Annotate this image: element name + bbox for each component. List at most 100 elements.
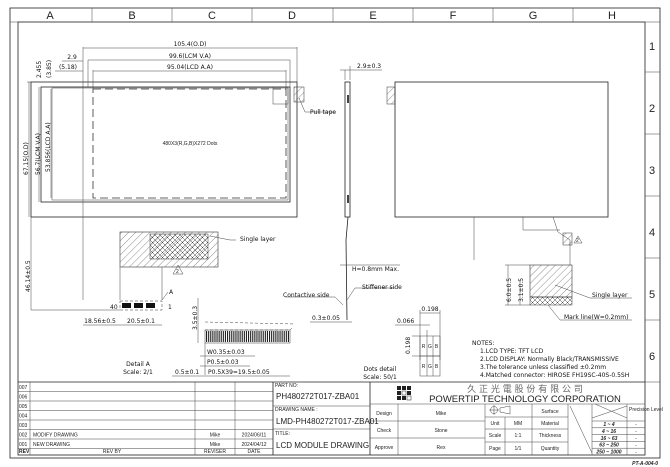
side-view: 2.9±0.3 H=0.8mm Max. Stiffener side Cont…: [283, 63, 402, 323]
notes-heading: NOTES:: [472, 340, 495, 347]
dim-od-height: 67.15(O.D): [23, 142, 30, 175]
rev-cell-rev: 001: [19, 442, 28, 448]
rev-cell-desc: NEW DRAWING: [33, 442, 70, 448]
rev-header: REV: [19, 449, 30, 455]
detail-a-ref: A: [169, 289, 174, 296]
dot-g: G: [428, 344, 432, 350]
connector-pin: [283, 331, 285, 342]
back-single-layer: Single layer: [592, 292, 628, 299]
tolerance-value: -: [635, 429, 637, 435]
rev-cell-reviser: Mike: [210, 433, 221, 439]
connector-pin: [269, 331, 271, 342]
dim-p: P0.5±0.03: [207, 359, 239, 366]
precision-label: Precision Level: [629, 407, 663, 413]
form-code: PT-A-004-0: [632, 461, 658, 467]
part-no: PH480272T017-ZBA01: [276, 392, 360, 401]
dim-left-5-18: (5.18): [59, 64, 77, 71]
column-label: C: [208, 10, 216, 22]
tolerance-range: 250 ~ 1000: [595, 449, 621, 455]
detail-a-title: Detail A: [126, 361, 151, 368]
connector-pin: [208, 331, 210, 342]
dim-pitch: P0.5X39=19.5±0.05: [208, 369, 270, 376]
tolerance-range: 1 ~ 4: [603, 422, 614, 428]
tolerance-range: 4 ~ 16: [601, 429, 616, 435]
revision-row: 004: [19, 414, 28, 420]
pull-tape-label: Pull tape: [310, 109, 336, 116]
connector-pin: [222, 331, 224, 342]
dots-dim-w2: 0.066: [397, 318, 414, 325]
rev-by-header: REV BY: [103, 449, 122, 455]
connector-pin: [216, 331, 218, 342]
connector-pin: [252, 331, 254, 342]
dot-g: G: [428, 364, 432, 370]
drawing-name: LMD-PH480272T017-ZBA01: [276, 417, 379, 426]
stiffener-label: Stiffener side: [362, 284, 402, 291]
page-label: Page: [489, 446, 501, 452]
approve-name: Rex: [437, 445, 446, 451]
part-info: PART NO: PH480272T017-ZBA01 DRAWING NAME…: [273, 382, 379, 455]
dim-w: W0.35±0.03: [207, 349, 245, 356]
row-label: 2: [649, 103, 655, 115]
contact-side-label: Contactive side: [283, 292, 330, 299]
tolerance-value: -: [635, 436, 637, 442]
drawing-name-label: DRAWING NAME :: [275, 407, 318, 413]
dim-edge: 0.5±0.1: [175, 369, 199, 376]
drawing-title: LCD MODULE DRAWING: [276, 441, 369, 450]
rev-cell-rev: 004: [19, 414, 28, 420]
quantity-label: Quantity: [541, 446, 560, 452]
connector-pin: [271, 331, 273, 342]
connector-pin: [262, 331, 264, 342]
connector-pin: [254, 331, 256, 342]
rev-cell-rev: 002: [19, 433, 28, 439]
connector-pin: [279, 331, 281, 342]
approval-table: Design Mike Check Stone Approve Rex Unit…: [370, 403, 663, 455]
unit-value: MM: [514, 421, 522, 427]
dim-top-3-85: (3.85): [46, 60, 53, 78]
revision-row: 005: [19, 404, 28, 410]
dim-back-a: 6.0±0.5: [506, 278, 513, 302]
rev-cell-reviser: Mike: [210, 442, 221, 448]
column-label: B: [128, 10, 135, 22]
dim-fpc-offset: 18.56±0.5: [84, 318, 116, 325]
connector-pin: [235, 331, 237, 342]
date-header: DATE: [248, 449, 262, 455]
row-label: 5: [649, 289, 655, 301]
scale-value: 1:1: [515, 433, 522, 439]
resolution-label: 480X3(R,G,B)X272 Dots: [163, 141, 218, 147]
dots-detail-scale: Scale: 50/1: [363, 374, 397, 381]
rev-marker: 2: [176, 269, 179, 275]
active-area: [92, 88, 287, 199]
connector-pin: [287, 331, 289, 342]
thickness-label: Thickness: [539, 433, 562, 439]
rev-cell-rev: 006: [19, 395, 28, 401]
dim-left-2-9: 2.9: [67, 54, 77, 61]
connector-pin: [256, 331, 258, 342]
column-label: E: [369, 10, 376, 22]
dim-stiffener: 0.3±0.05: [312, 315, 340, 322]
powertip-logo: [397, 386, 412, 401]
company-name-en: POWERTIP TECHNOLOGY CORPORATION: [429, 394, 621, 405]
title-label: TITLE:: [275, 431, 290, 437]
connector-pin: [212, 331, 214, 342]
single-layer-label: Single layer: [240, 236, 276, 243]
back-view: 2 6.0±0.5 3.1±0.5 Single layer Mark line…: [386, 81, 632, 321]
column-label: F: [450, 10, 457, 22]
dim-va-width: 99.6(LCM V.A): [169, 53, 211, 60]
projection-symbol-icon: [489, 405, 511, 415]
column-label: D: [288, 10, 296, 22]
tolerance-range: 63 ~ 250: [599, 443, 619, 449]
detail-a: 3.5±0.3 W0.35±0.03 P0.5±0.03 0.5±0.1 P0.…: [123, 298, 296, 377]
connector-pin: [233, 331, 235, 342]
dim-detail-height: 3.5±0.3: [192, 306, 199, 330]
dots-dim-w1: 0.198: [421, 306, 438, 313]
grid-column-labels: A B C D E F G H: [46, 8, 616, 22]
connector-pin: [214, 331, 216, 342]
h-max-label: H=0.8mm Max.: [352, 266, 399, 273]
dim-back-b: 3.1±0.5: [518, 278, 525, 302]
rev-cell-rev: 005: [19, 404, 28, 410]
connector-pin: [248, 331, 250, 342]
row-label: 3: [649, 165, 655, 177]
